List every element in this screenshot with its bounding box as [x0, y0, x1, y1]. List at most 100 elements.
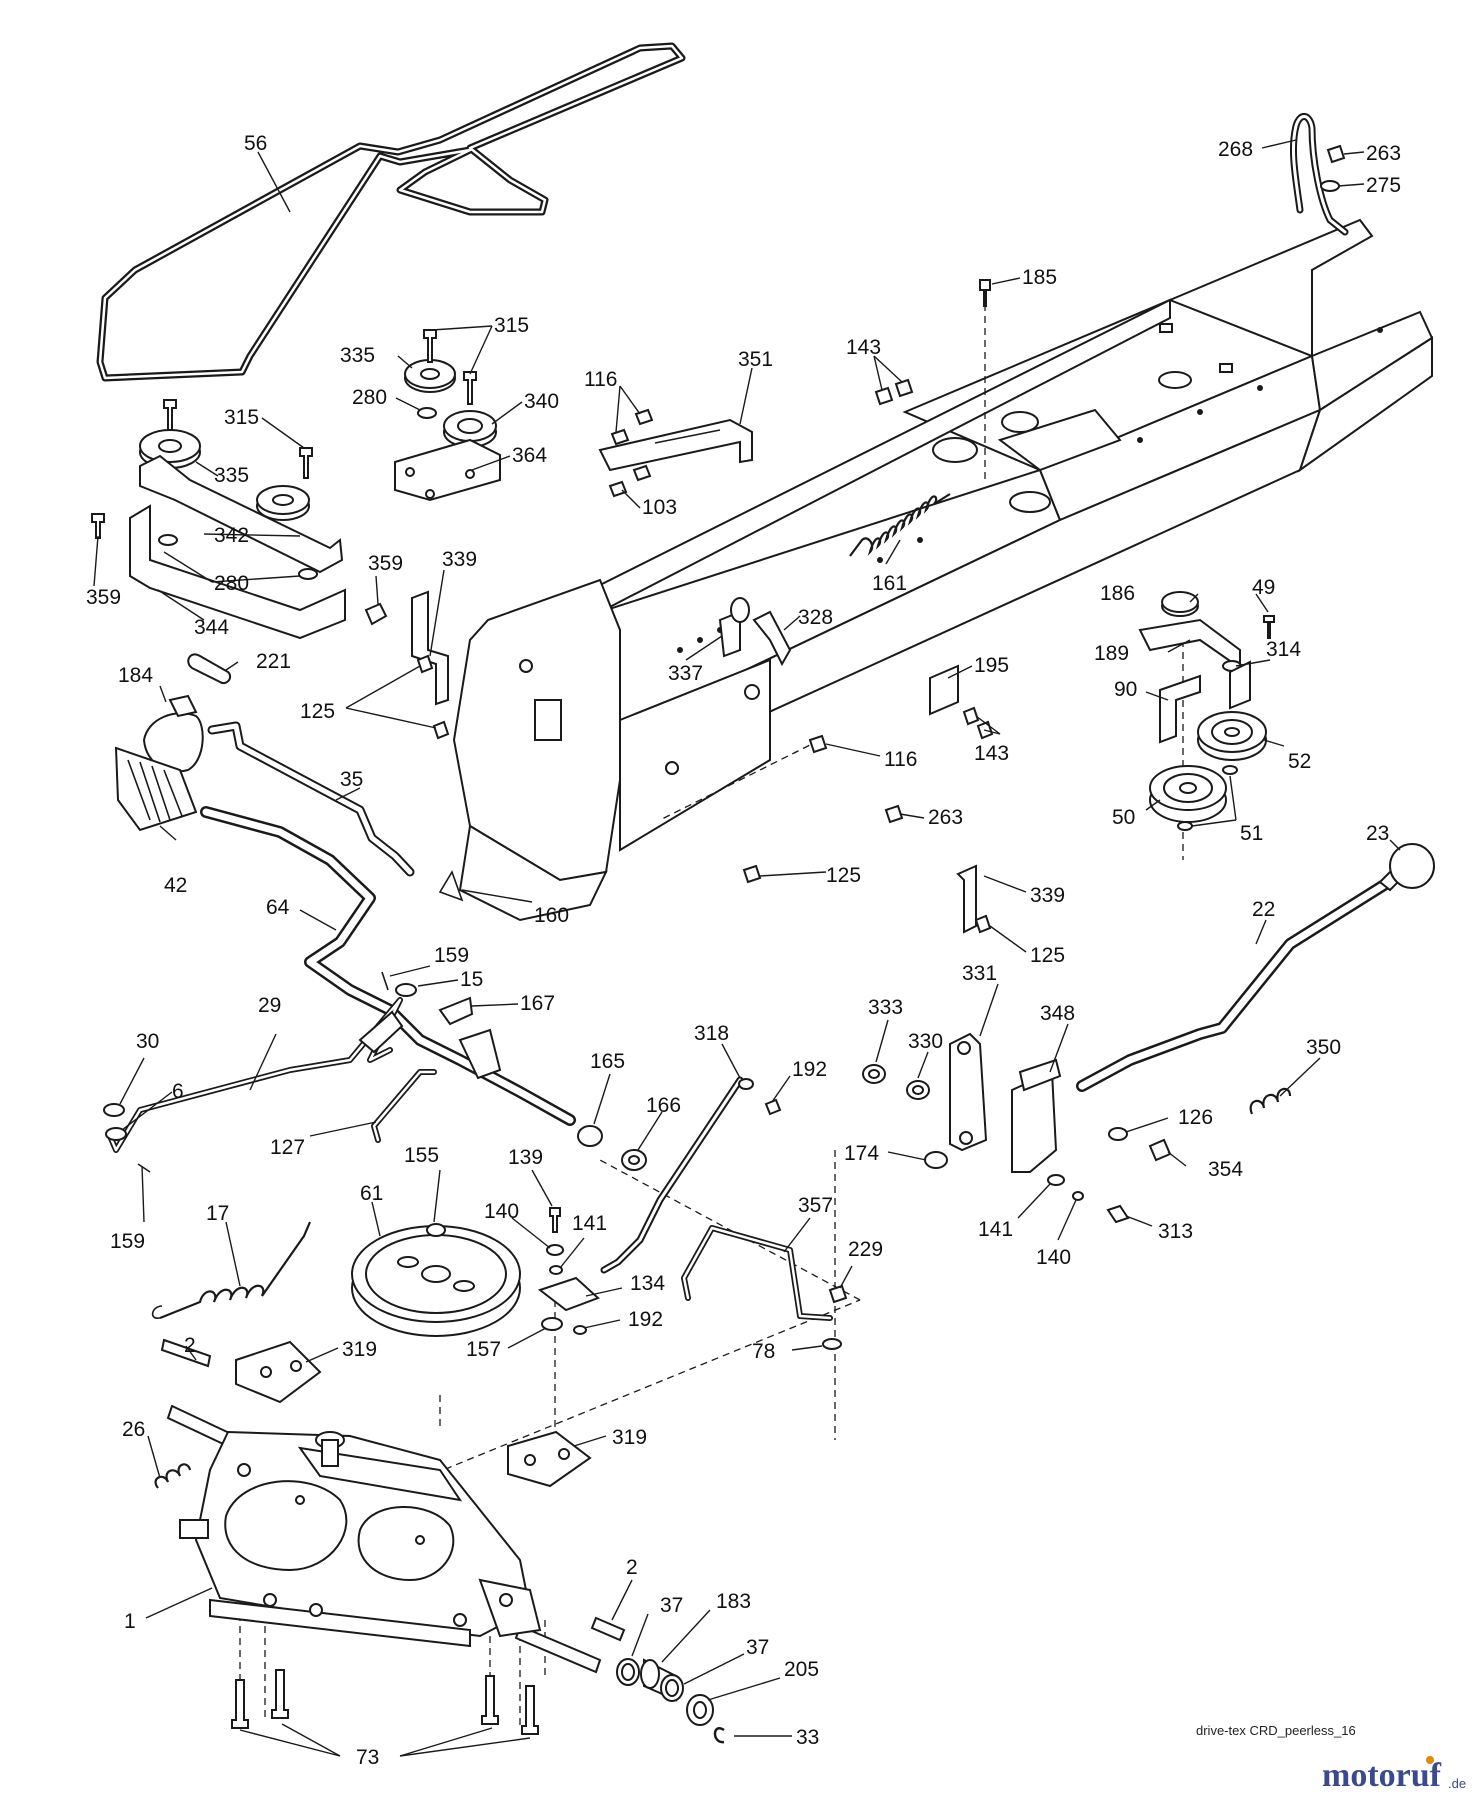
callout-125: 125 [1030, 944, 1065, 967]
brand-name: motoruf [1322, 1757, 1442, 1794]
callout-35: 35 [340, 768, 363, 791]
callout-330: 330 [908, 1030, 943, 1053]
callout-280: 280 [352, 386, 387, 409]
drawing-credit: drive-tex CRD_peerless_16 [1196, 1723, 1356, 1738]
pedal-linkage [103, 653, 647, 1173]
callout-357: 357 [798, 1194, 833, 1217]
callout-2: 2 [184, 1334, 196, 1357]
callout-184: 184 [118, 664, 153, 687]
callout-51: 51 [1240, 822, 1263, 845]
callout-139: 139 [508, 1146, 543, 1169]
callout-141: 141 [572, 1212, 607, 1235]
callout-318: 318 [694, 1022, 729, 1045]
callout-26: 26 [122, 1418, 145, 1441]
idler-arm-351 [598, 408, 753, 498]
spring-17 [151, 1221, 312, 1320]
callout-140: 140 [484, 1200, 519, 1223]
callout-183: 183 [716, 1590, 751, 1613]
callout-313: 313 [1158, 1220, 1193, 1243]
callout-221: 221 [256, 650, 291, 673]
callout-143: 143 [974, 742, 1009, 765]
callout-56: 56 [244, 132, 267, 155]
callout-159: 159 [110, 1230, 145, 1253]
callout-116: 116 [884, 748, 917, 771]
callout-29: 29 [258, 994, 281, 1017]
callout-160: 160 [534, 904, 569, 927]
drive-pulley-61 [351, 1223, 521, 1337]
callout-61: 61 [360, 1182, 383, 1205]
callout-359: 359 [86, 586, 121, 609]
callout-192: 192 [628, 1308, 663, 1331]
axle-parts [590, 1616, 725, 1744]
callout-315: 315 [494, 314, 529, 337]
callout-364: 364 [512, 444, 547, 467]
rod-357 [681, 1225, 848, 1350]
callout-125: 125 [826, 864, 861, 887]
callout-185: 185 [1022, 266, 1057, 289]
callout-339: 339 [1030, 884, 1065, 907]
callout-229: 229 [848, 1238, 883, 1261]
chassis-frame [452, 218, 1434, 922]
callout-23: 23 [1366, 822, 1389, 845]
callout-359: 359 [368, 552, 403, 575]
callout-205: 205 [784, 1658, 819, 1681]
callout-263: 263 [1366, 142, 1401, 165]
bolts-73 [231, 1669, 539, 1735]
callout-labels: 56 268 263 275 185 315 335 280 340 364 1… [86, 132, 1401, 1769]
callout-167: 167 [520, 992, 555, 1015]
callout-78: 78 [752, 1340, 775, 1363]
callout-335: 335 [340, 344, 375, 367]
callout-268: 268 [1218, 138, 1253, 161]
callout-174: 174 [844, 1142, 879, 1165]
callout-30: 30 [136, 1030, 159, 1053]
callout-350: 350 [1306, 1036, 1341, 1059]
callout-165: 165 [590, 1050, 625, 1073]
callout-192: 192 [792, 1058, 827, 1081]
transaxle [154, 1338, 602, 1674]
control-rod-318 [600, 1076, 782, 1274]
callout-143: 143 [846, 336, 881, 359]
idler-pulley-assembly [91, 329, 501, 640]
callout-333: 333 [868, 996, 903, 1019]
callout-189: 189 [1094, 642, 1129, 665]
right-pulley-assembly [1138, 591, 1275, 831]
callout-126: 126 [1178, 1106, 1213, 1129]
callout-17: 17 [206, 1202, 229, 1225]
callout-315: 315 [224, 406, 259, 429]
callout-37: 37 [660, 1594, 683, 1617]
callout-6: 6 [172, 1080, 184, 1103]
callout-280: 280 [214, 572, 249, 595]
callout-328: 328 [798, 606, 833, 629]
callout-340: 340 [524, 390, 559, 413]
callout-275: 275 [1366, 174, 1401, 197]
brand-suffix: .de [1448, 1776, 1466, 1791]
callout-339: 339 [442, 548, 477, 571]
callout-64: 64 [266, 896, 290, 919]
callout-335: 335 [214, 464, 249, 487]
callout-351: 351 [738, 348, 773, 371]
callout-49: 49 [1252, 576, 1275, 599]
callout-319: 319 [342, 1338, 377, 1361]
callout-348: 348 [1040, 1002, 1075, 1025]
callout-15: 15 [460, 968, 483, 991]
cable-268 [1289, 113, 1349, 236]
callout-342: 342 [214, 524, 249, 547]
callout-314: 314 [1266, 638, 1301, 661]
callout-195: 195 [974, 654, 1009, 677]
callout-157: 157 [466, 1338, 501, 1361]
callout-116: 116 [584, 368, 617, 391]
speed-lever-assembly [862, 843, 1435, 1224]
callout-140: 140 [1036, 1246, 1071, 1269]
callout-90: 90 [1114, 678, 1137, 701]
callout-42: 42 [164, 874, 187, 897]
callout-134: 134 [630, 1272, 665, 1295]
callout-52: 52 [1288, 750, 1311, 773]
callout-344: 344 [194, 616, 229, 639]
callout-2: 2 [626, 1556, 638, 1579]
callout-186: 186 [1100, 582, 1135, 605]
callout-22: 22 [1252, 898, 1275, 921]
callout-103: 103 [642, 496, 677, 519]
callout-161: 161 [872, 572, 907, 595]
callout-1: 1 [124, 1610, 136, 1633]
callout-337: 337 [668, 662, 703, 685]
